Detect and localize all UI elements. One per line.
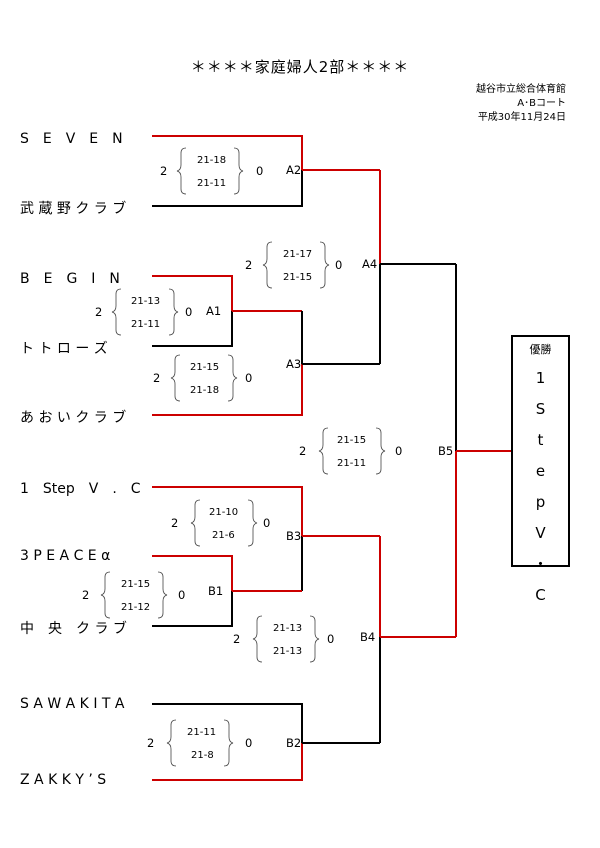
venue-name: 越谷市立総合体育館 xyxy=(476,84,566,95)
match-win-count: 2 xyxy=(147,736,155,750)
bracket-line-loser xyxy=(152,591,233,627)
team-name: ト ト ロ ー ズ xyxy=(20,341,108,357)
team-name: 武 蔵 野 ク ラ ブ xyxy=(20,201,127,217)
match-label: A3 xyxy=(286,357,302,371)
score-brace xyxy=(111,288,122,336)
match-lose-count: 0 xyxy=(185,305,193,319)
venue-court: A･Bコート xyxy=(517,98,566,109)
match-lose-count: 0 xyxy=(335,258,343,272)
bracket-line-winner xyxy=(152,743,303,781)
match-win-count: 2 xyxy=(245,258,253,272)
score-brace xyxy=(190,499,201,547)
match-label: A2 xyxy=(286,163,302,177)
bracket-line-winner xyxy=(152,364,303,416)
bracket-line-loser xyxy=(152,703,303,743)
score-brace xyxy=(170,354,181,402)
set-score: 21-13 xyxy=(273,623,303,634)
set-score: 21-11 xyxy=(187,727,217,738)
match-lose-count: 0 xyxy=(245,736,253,750)
set-score: 21-12 xyxy=(121,602,151,613)
bracket-line-loser xyxy=(152,311,233,347)
bracket-line-winner xyxy=(152,486,303,536)
winner-label: 優勝 xyxy=(529,343,552,356)
score-brace xyxy=(309,615,320,663)
score-brace xyxy=(223,719,234,767)
set-score: 21-11 xyxy=(131,319,161,330)
team-name: 中 央 ク ラ ブ xyxy=(20,621,127,637)
team-name: S E V E N xyxy=(20,131,123,147)
score-brace xyxy=(252,615,263,663)
score-brace xyxy=(262,241,273,289)
match-label: B5 xyxy=(438,444,454,458)
match-label: B2 xyxy=(286,736,302,750)
match-win-count: 2 xyxy=(299,444,307,458)
match-win-count: 2 xyxy=(153,371,161,385)
set-score: 21-13 xyxy=(131,296,161,307)
score-brace xyxy=(176,147,187,195)
match-win-count: 2 xyxy=(233,632,241,646)
match-lose-count: 0 xyxy=(327,632,335,646)
set-score: 21-15 xyxy=(190,362,220,373)
score-brace xyxy=(157,571,168,619)
team-name: 3 P E A C E α xyxy=(20,548,111,564)
match-label: A4 xyxy=(362,257,378,271)
bracket-line-loser xyxy=(152,170,303,207)
score-brace xyxy=(318,427,329,475)
team-name: あ お い ク ラ ブ xyxy=(20,410,127,426)
bracket-line-winner xyxy=(152,135,303,170)
match-label: A1 xyxy=(206,304,222,318)
match-win-count: 2 xyxy=(160,164,168,178)
score-brace xyxy=(233,147,244,195)
match-lose-count: 0 xyxy=(245,371,253,385)
set-score: 21-11 xyxy=(337,458,367,469)
match-lose-count: 0 xyxy=(256,164,264,178)
match-win-count: 2 xyxy=(95,305,103,319)
score-brace xyxy=(375,427,386,475)
winner-name: 1 S t e p V ・ C xyxy=(532,369,548,604)
team-name: 1 Step V . C xyxy=(20,481,141,497)
set-score: 21-15 xyxy=(283,272,313,283)
match-label: B3 xyxy=(286,529,302,543)
page-title: ＊＊＊＊家庭婦人2部＊＊＊＊ xyxy=(190,58,410,76)
score-brace xyxy=(100,571,111,619)
event-date: 平成30年11月24日 xyxy=(477,112,566,123)
set-score: 21-17 xyxy=(283,249,313,260)
score-brace xyxy=(319,241,330,289)
bracket-line-winner xyxy=(152,555,233,591)
team-name: S A W A K I T A xyxy=(20,696,125,712)
set-score: 21-15 xyxy=(121,579,151,590)
set-score: 21-8 xyxy=(191,750,214,761)
match-lose-count: 0 xyxy=(395,444,403,458)
set-score: 21-13 xyxy=(273,646,303,657)
match-lose-count: 0 xyxy=(178,588,186,602)
set-score: 21-18 xyxy=(197,155,227,166)
set-score: 21-10 xyxy=(209,507,239,518)
score-brace xyxy=(168,288,179,336)
match-label: B1 xyxy=(208,584,224,598)
score-brace xyxy=(227,354,238,402)
match-win-count: 2 xyxy=(171,516,179,530)
set-score: 21-15 xyxy=(337,435,367,446)
score-brace xyxy=(247,499,258,547)
team-name: B E G I N xyxy=(20,271,120,287)
winner-box: 優勝 1 S t e p V ・ C xyxy=(511,335,570,604)
set-score: 21-11 xyxy=(197,178,227,189)
bracket-line-winner xyxy=(152,275,233,311)
match-label: B4 xyxy=(360,630,376,644)
score-brace xyxy=(166,719,177,767)
set-score: 21-18 xyxy=(190,385,220,396)
match-win-count: 2 xyxy=(82,588,90,602)
set-score: 21-6 xyxy=(212,530,235,541)
match-lose-count: 0 xyxy=(263,516,271,530)
team-name: Z A K K Y ’ S xyxy=(20,772,107,788)
